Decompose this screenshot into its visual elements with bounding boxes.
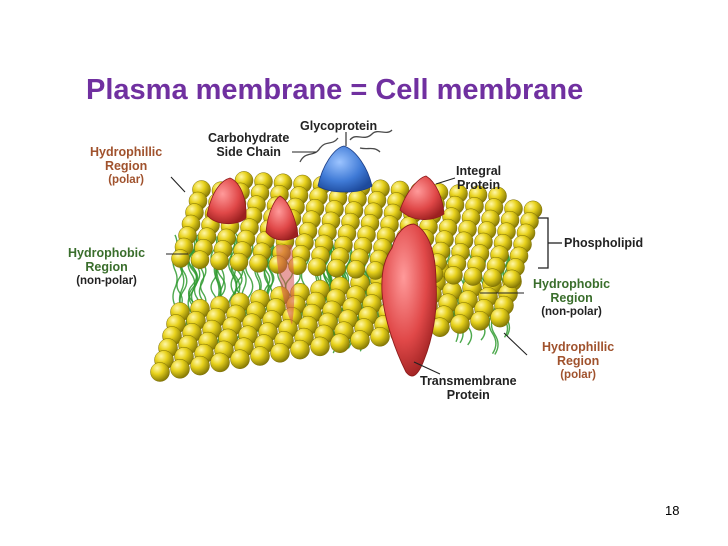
phospholipid-head <box>171 359 190 378</box>
transmembrane-protein-label: Transmembrane Protein <box>420 374 517 402</box>
phospholipid-head <box>371 327 390 346</box>
phospholipid-head <box>445 266 463 284</box>
phospholipid-label: Phospholipid <box>564 236 643 250</box>
phospholipid-head <box>351 331 370 350</box>
phospholipid-head <box>271 343 290 362</box>
phospholipid-head <box>347 260 365 278</box>
phospholipid-head <box>211 252 229 270</box>
hydrophobic-region-right-label: Hydrophobic Region (non-polar) <box>533 277 610 319</box>
phospholipid-head <box>151 363 170 382</box>
phospholipid-head <box>211 353 230 372</box>
hydrophilic-region-bottom-label: Hydrophillic Region (polar) <box>542 340 614 382</box>
phospholipid-head <box>311 337 330 356</box>
phospholipid-head <box>471 311 490 330</box>
phospholipid-head <box>251 347 270 366</box>
phospholipid-head <box>230 253 248 271</box>
glycoprotein-label: Glycoprotein <box>300 119 377 133</box>
glycoprotein <box>318 146 372 192</box>
phospholipid-head <box>367 262 385 280</box>
hydrophilic-region-top-label: Hydrophillic Region (polar) <box>90 145 162 187</box>
phospholipid-head <box>464 268 482 286</box>
phospholipid-bracket <box>538 218 562 268</box>
phospholipid-head <box>308 258 326 276</box>
phospholipid-head <box>172 250 190 268</box>
phospholipid-head <box>231 350 250 369</box>
page-number: 18 <box>665 503 679 518</box>
phospholipid-head <box>451 315 470 334</box>
hydrophobic-region-left-label: Hydrophobic Region (non-polar) <box>68 246 145 288</box>
phospholipid-head <box>503 270 521 288</box>
phospholipid-head <box>484 269 502 287</box>
carbohydrate-side-chain-label: Carbohydrate Side Chain <box>208 131 289 159</box>
phospholipid-head <box>250 254 268 272</box>
phospholipid-head <box>191 251 209 269</box>
phospholipid-head <box>328 259 346 277</box>
phospholipid-head <box>291 340 310 359</box>
phospholipid-head <box>191 356 210 375</box>
integral-protein-right <box>400 176 444 220</box>
integral-protein-label: Integral Protein <box>456 164 501 192</box>
phospholipid-head <box>331 334 350 353</box>
phospholipid-head <box>491 308 510 327</box>
